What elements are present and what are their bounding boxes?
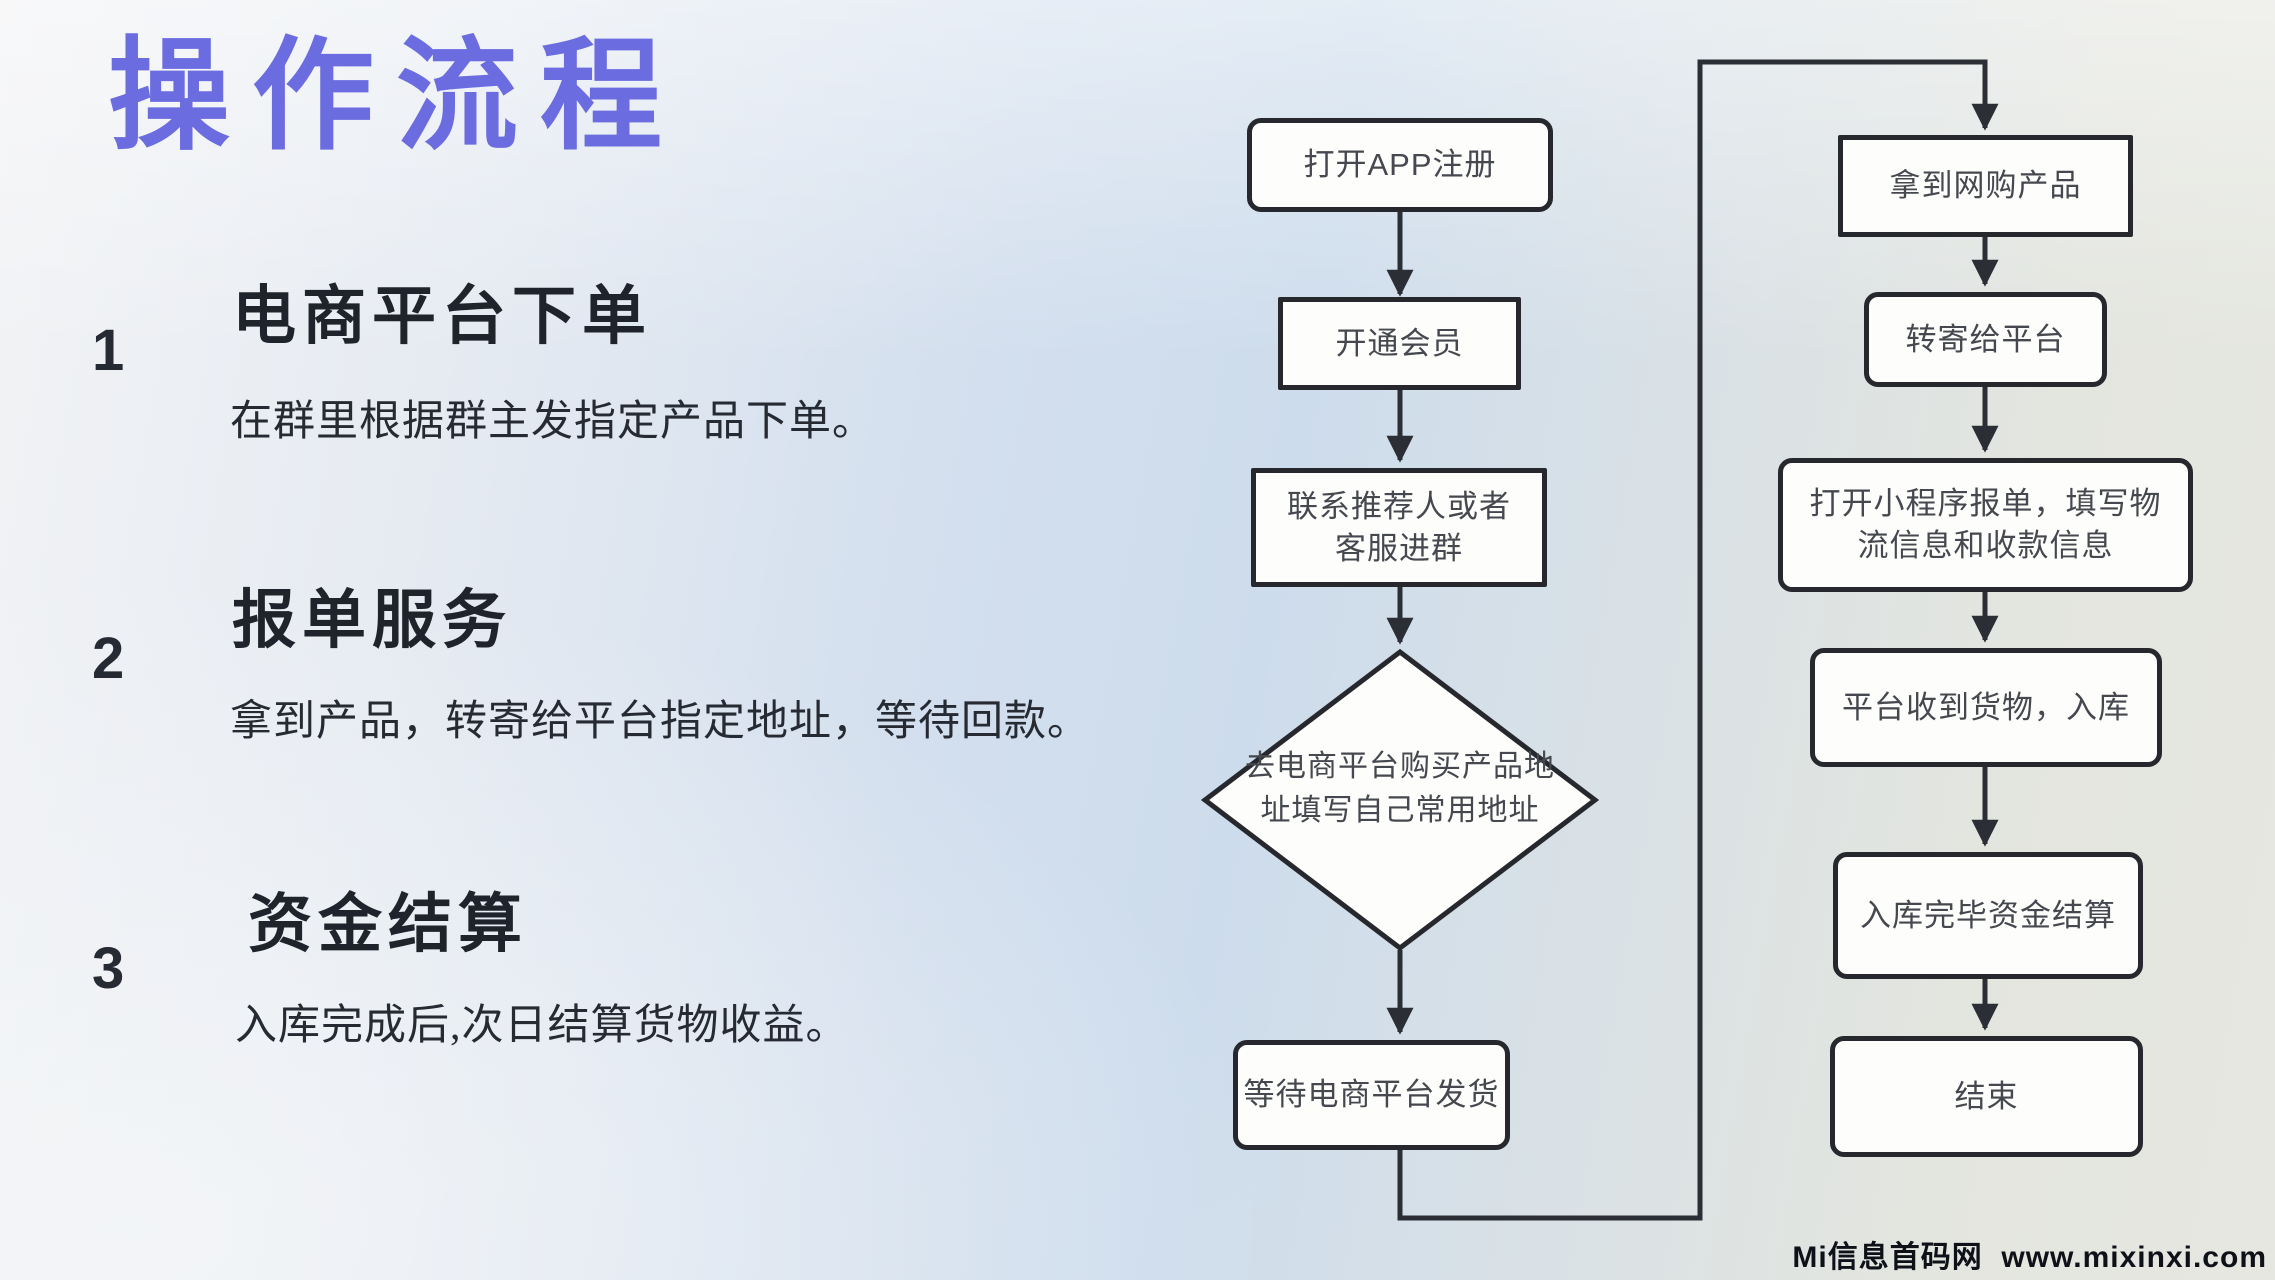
loop-wait-to-receive [1397, 59, 1999, 1221]
flow-node-open-app: 打开APP注册 [1247, 118, 1553, 212]
flow-node-contact-referrer: 联系推荐人或者 客服进群 [1251, 468, 1547, 587]
flow-node-receive-product: 拿到网购产品 [1838, 135, 2133, 237]
step-2-heading: 报单服务 [232, 585, 512, 656]
step-1-number: 1 [92, 318, 125, 383]
step-3-number: 3 [92, 936, 125, 1001]
flow-node-funds-settlement: 入库完毕资金结算 [1833, 852, 2143, 979]
step-2-description: 拿到产品，转寄给平台指定地址，等待回款。 [230, 699, 1091, 745]
step-1-heading: 电商平台下单 [232, 281, 652, 352]
decision-diamond [1200, 648, 1600, 952]
step-3-description: 入库完成后,次日结算货物收益。 [235, 1003, 849, 1049]
flow-node-wait-shipping: 等待电商平台发货 [1233, 1040, 1510, 1150]
flow-node-miniprogram-report: 打开小程序报单，填写物 流信息和收款信息 [1778, 458, 2193, 592]
flow-node-open-membership: 开通会员 [1278, 297, 1521, 390]
flow-node-end: 结束 [1830, 1036, 2143, 1157]
step-2-number: 2 [92, 626, 125, 691]
flow-node-decision-label: 去电商平台购买产品地 址填写自己常用地址 [1245, 750, 1555, 827]
step-3-heading: 资金结算 [248, 889, 528, 960]
step-1-description: 在群里根据群主发指定产品下单。 [230, 399, 876, 445]
watermark: Mi信息首码网 www.mixinxi.com [1792, 1241, 2267, 1274]
flow-node-platform-warehouse: 平台收到货物，入库 [1810, 648, 2162, 767]
page-title: 操作流程 [108, 30, 684, 165]
flow-node-forward-platform: 转寄给平台 [1864, 292, 2107, 387]
